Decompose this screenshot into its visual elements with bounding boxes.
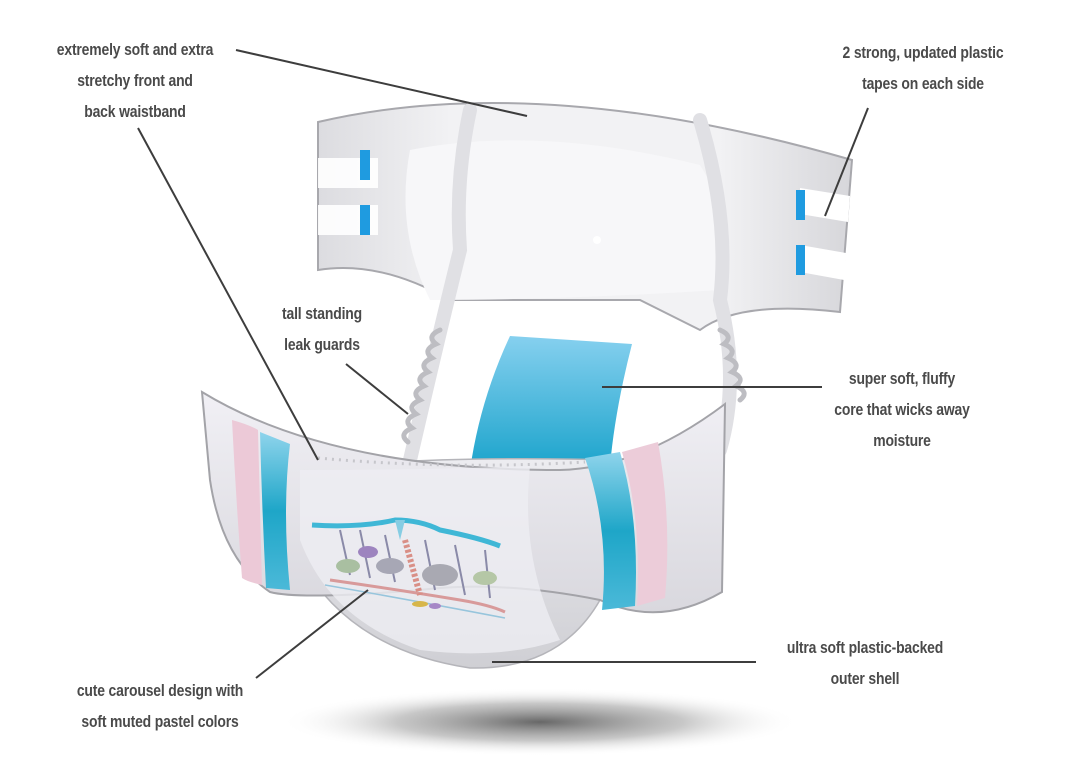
callout-leak-guards: tall standing leak guards: [273, 298, 371, 360]
callout-leak-guards-line-2: leak guards: [284, 335, 360, 354]
stripe-pink-right: [622, 442, 668, 606]
absorbent-core: [470, 336, 632, 470]
leader-carousel: [255, 589, 369, 679]
back-waistband: [317, 101, 854, 332]
tape-right-top: [796, 190, 805, 220]
stripe-teal-right: [585, 452, 636, 610]
tape-left-top: [360, 150, 370, 180]
leader-waistband-front: [137, 127, 319, 461]
stripe-pink-left: [232, 420, 262, 585]
callout-carousel-line-2: soft muted pastel colors: [81, 712, 239, 731]
leader-waistband-back: [235, 49, 528, 117]
callout-waistband-line-1: extremely soft and extra: [56, 40, 214, 59]
leak-guards: [401, 103, 747, 467]
callout-core: super soft, fluffy core that wicks away …: [828, 363, 976, 456]
callout-waistband-line-2: stretchy front and: [77, 71, 193, 90]
floor-shadow: [280, 688, 800, 756]
carousel-print: [311, 517, 506, 619]
leader-leak-guards: [345, 363, 409, 415]
tape-left-bottom: [360, 205, 370, 235]
callout-waistband-line-3: back waistband: [84, 102, 186, 121]
callout-leak-guards-line-1: tall standing: [282, 304, 362, 323]
callout-outer-shell-line-2: outer shell: [830, 669, 900, 688]
callout-outer-shell-line-1: ultra soft plastic-backed: [786, 638, 944, 657]
front-waistband: [200, 390, 727, 654]
callout-waistband: extremely soft and extra stretchy front …: [49, 34, 221, 127]
callout-tapes: 2 strong, updated plastic tapes on each …: [837, 37, 1009, 99]
callout-outer-shell: ultra soft plastic-backed outer shell: [779, 632, 951, 694]
callout-core-line-3: moisture: [873, 431, 931, 450]
callout-tapes-line-1: 2 strong, updated plastic: [842, 43, 1004, 62]
callout-core-line-1: super soft, fluffy: [848, 369, 956, 388]
callout-tapes-line-2: tapes on each side: [862, 74, 984, 93]
tape-right-bottom: [796, 245, 805, 275]
stripe-teal-left: [260, 432, 290, 590]
callout-carousel-line-1: cute carousel design with: [76, 681, 244, 700]
callout-carousel: cute carousel design with soft muted pas…: [70, 675, 250, 737]
callout-core-line-2: core that wicks away: [834, 400, 970, 419]
leader-tapes: [824, 107, 869, 217]
leader-lines: [137, 49, 869, 679]
